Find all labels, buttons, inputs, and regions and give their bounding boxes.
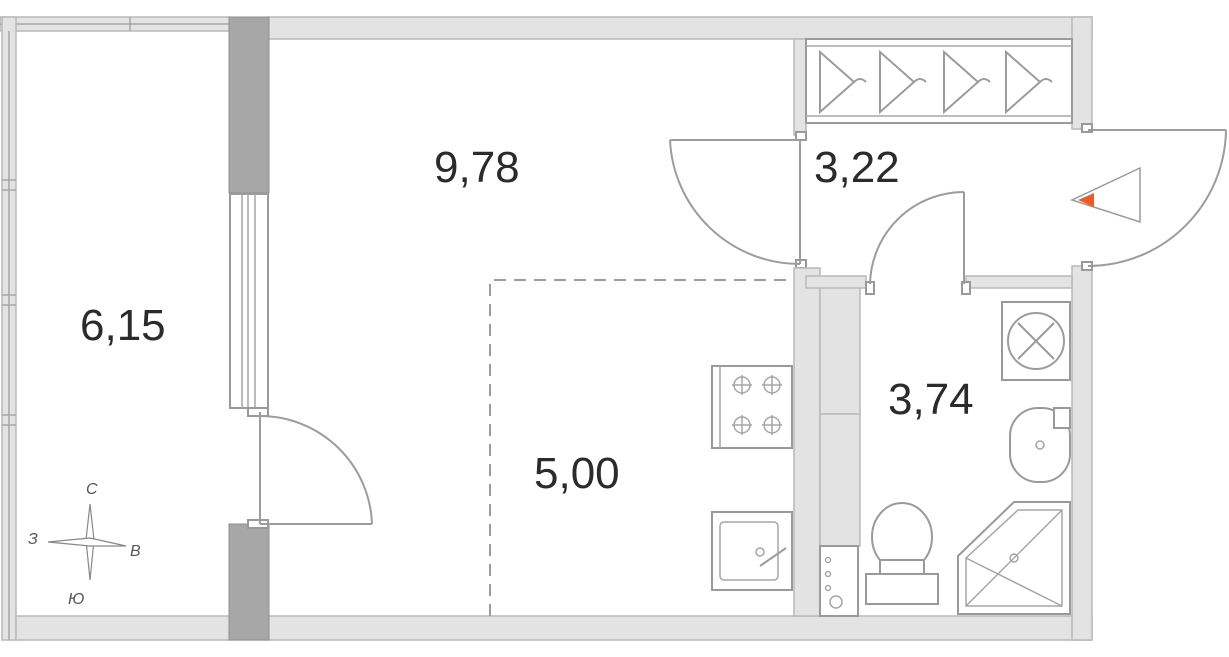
washing-machine — [1001, 301, 1071, 381]
compass-south: Ю — [68, 591, 84, 608]
room-area-living: 9,78 — [434, 143, 520, 192]
hall-walls — [793, 123, 1093, 617]
compass-north: С — [86, 481, 98, 498]
room-area-hall: 3,22 — [814, 143, 900, 192]
bathroom-door — [869, 191, 965, 285]
balcony-window — [229, 193, 269, 409]
wardrobe — [793, 38, 1073, 136]
hanger-icon — [819, 49, 867, 115]
compass: С Ю З В — [28, 481, 141, 608]
entrance-marker — [1069, 166, 1141, 224]
burner-icon — [762, 375, 782, 395]
shower — [957, 501, 1071, 615]
outer-walls — [0, 16, 1093, 641]
toilet — [865, 502, 939, 605]
living-door — [669, 139, 801, 266]
balcony-door — [247, 407, 373, 529]
hanger-icon — [1005, 49, 1053, 115]
hanger-icon — [943, 49, 991, 115]
bathroom-sink — [1009, 407, 1071, 483]
stove — [711, 365, 793, 449]
burner-icon — [732, 375, 752, 395]
burner-icon — [732, 415, 752, 435]
entrance-door — [1087, 129, 1227, 267]
compass-west: З — [28, 531, 38, 548]
compass-east: В — [130, 543, 141, 560]
water-heater — [819, 545, 859, 617]
kitchen-zone-boundary — [489, 279, 794, 616]
kitchen-sink — [711, 511, 793, 591]
room-area-bathroom: 3,74 — [888, 375, 974, 424]
burner-icon — [762, 415, 782, 435]
hanger-icon — [879, 49, 927, 115]
room-area-balcony: 6,15 — [80, 301, 166, 350]
room-area-kitchen: 5,00 — [534, 449, 620, 498]
